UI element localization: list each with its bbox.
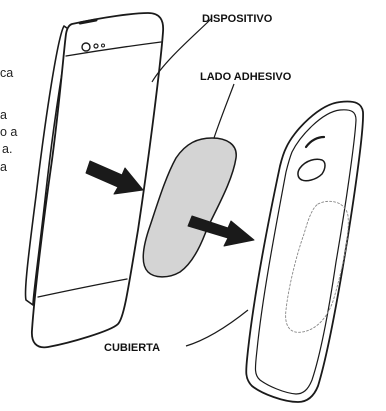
phone-camera-lens-icon <box>81 42 91 52</box>
cover-inner-rim <box>254 109 357 395</box>
cover-case <box>245 100 364 403</box>
cover-top-slot <box>304 135 326 149</box>
device-label: DISPOSITIVO <box>202 13 273 25</box>
phone-bottom-band-line <box>37 278 128 298</box>
adhesive-leader-line <box>213 83 235 139</box>
cover-leader-line <box>185 309 249 347</box>
phone-back-face <box>31 12 165 349</box>
clipped-line-5: a <box>0 160 7 174</box>
arrow-right-icon <box>85 160 144 195</box>
adhesive-plate <box>142 137 237 278</box>
cover-adhesive-placement-outline <box>285 200 349 333</box>
clipped-line-1: ca <box>0 66 13 80</box>
arrow-right-icon <box>187 215 255 247</box>
clipped-line-4: a. <box>2 142 12 156</box>
clipped-line-3: o a <box>0 125 17 139</box>
phone-flash-icon <box>93 43 99 49</box>
clipped-instruction-text: ca a o a a. a <box>0 66 17 174</box>
arrow-plate-to-cover <box>187 215 255 247</box>
arrow-phone-to-plate <box>85 160 144 195</box>
clipped-line-2: a <box>0 108 7 122</box>
phone-side-edge <box>24 25 72 306</box>
phone-side-button <box>78 18 98 25</box>
phone-top-band-line <box>65 41 162 57</box>
device-leader-line <box>151 17 213 83</box>
phone-mic-icon <box>101 43 105 48</box>
adhesive-side-label: LADO ADHESIVO <box>200 71 292 83</box>
device-phone <box>24 12 165 349</box>
cover-label: CUBIERTA <box>104 342 160 354</box>
cover-camera-cutout <box>297 158 326 182</box>
